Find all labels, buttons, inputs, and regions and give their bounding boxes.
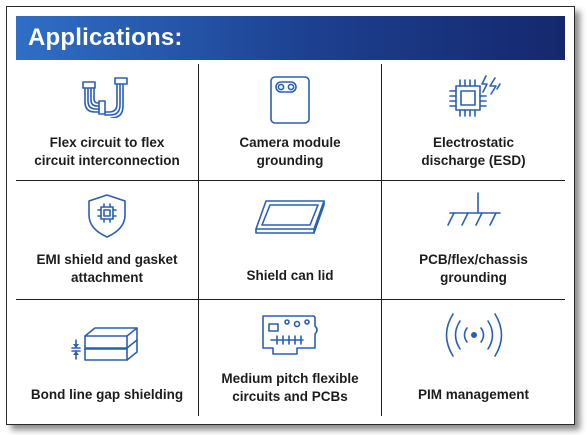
application-cell-shield-can-lid: Shield can lid (199, 181, 382, 300)
camera-module-icon (270, 76, 310, 124)
applications-header: Applications: (16, 16, 565, 60)
flexible-circuit-board-icon (262, 315, 318, 355)
shield-can-lid-icon (255, 200, 325, 234)
esd-chip-icon (448, 75, 501, 117)
chassis-ground-icon (446, 192, 501, 226)
application-label: PIM management (417, 387, 530, 402)
emi-shield-icon (88, 194, 126, 238)
flex-circuit-icon (82, 77, 128, 118)
bond-line-gap-icon (71, 327, 138, 361)
pim-signal-icon (445, 313, 502, 357)
application-cell-pim-management: PIM management (382, 300, 565, 416)
page-title: Applications: (28, 24, 183, 51)
application-label: Shield can lid (246, 268, 334, 283)
application-cell-bond-line-gap: Bond line gap shielding (16, 300, 199, 416)
application-label: Bond line gap shielding (30, 387, 184, 402)
